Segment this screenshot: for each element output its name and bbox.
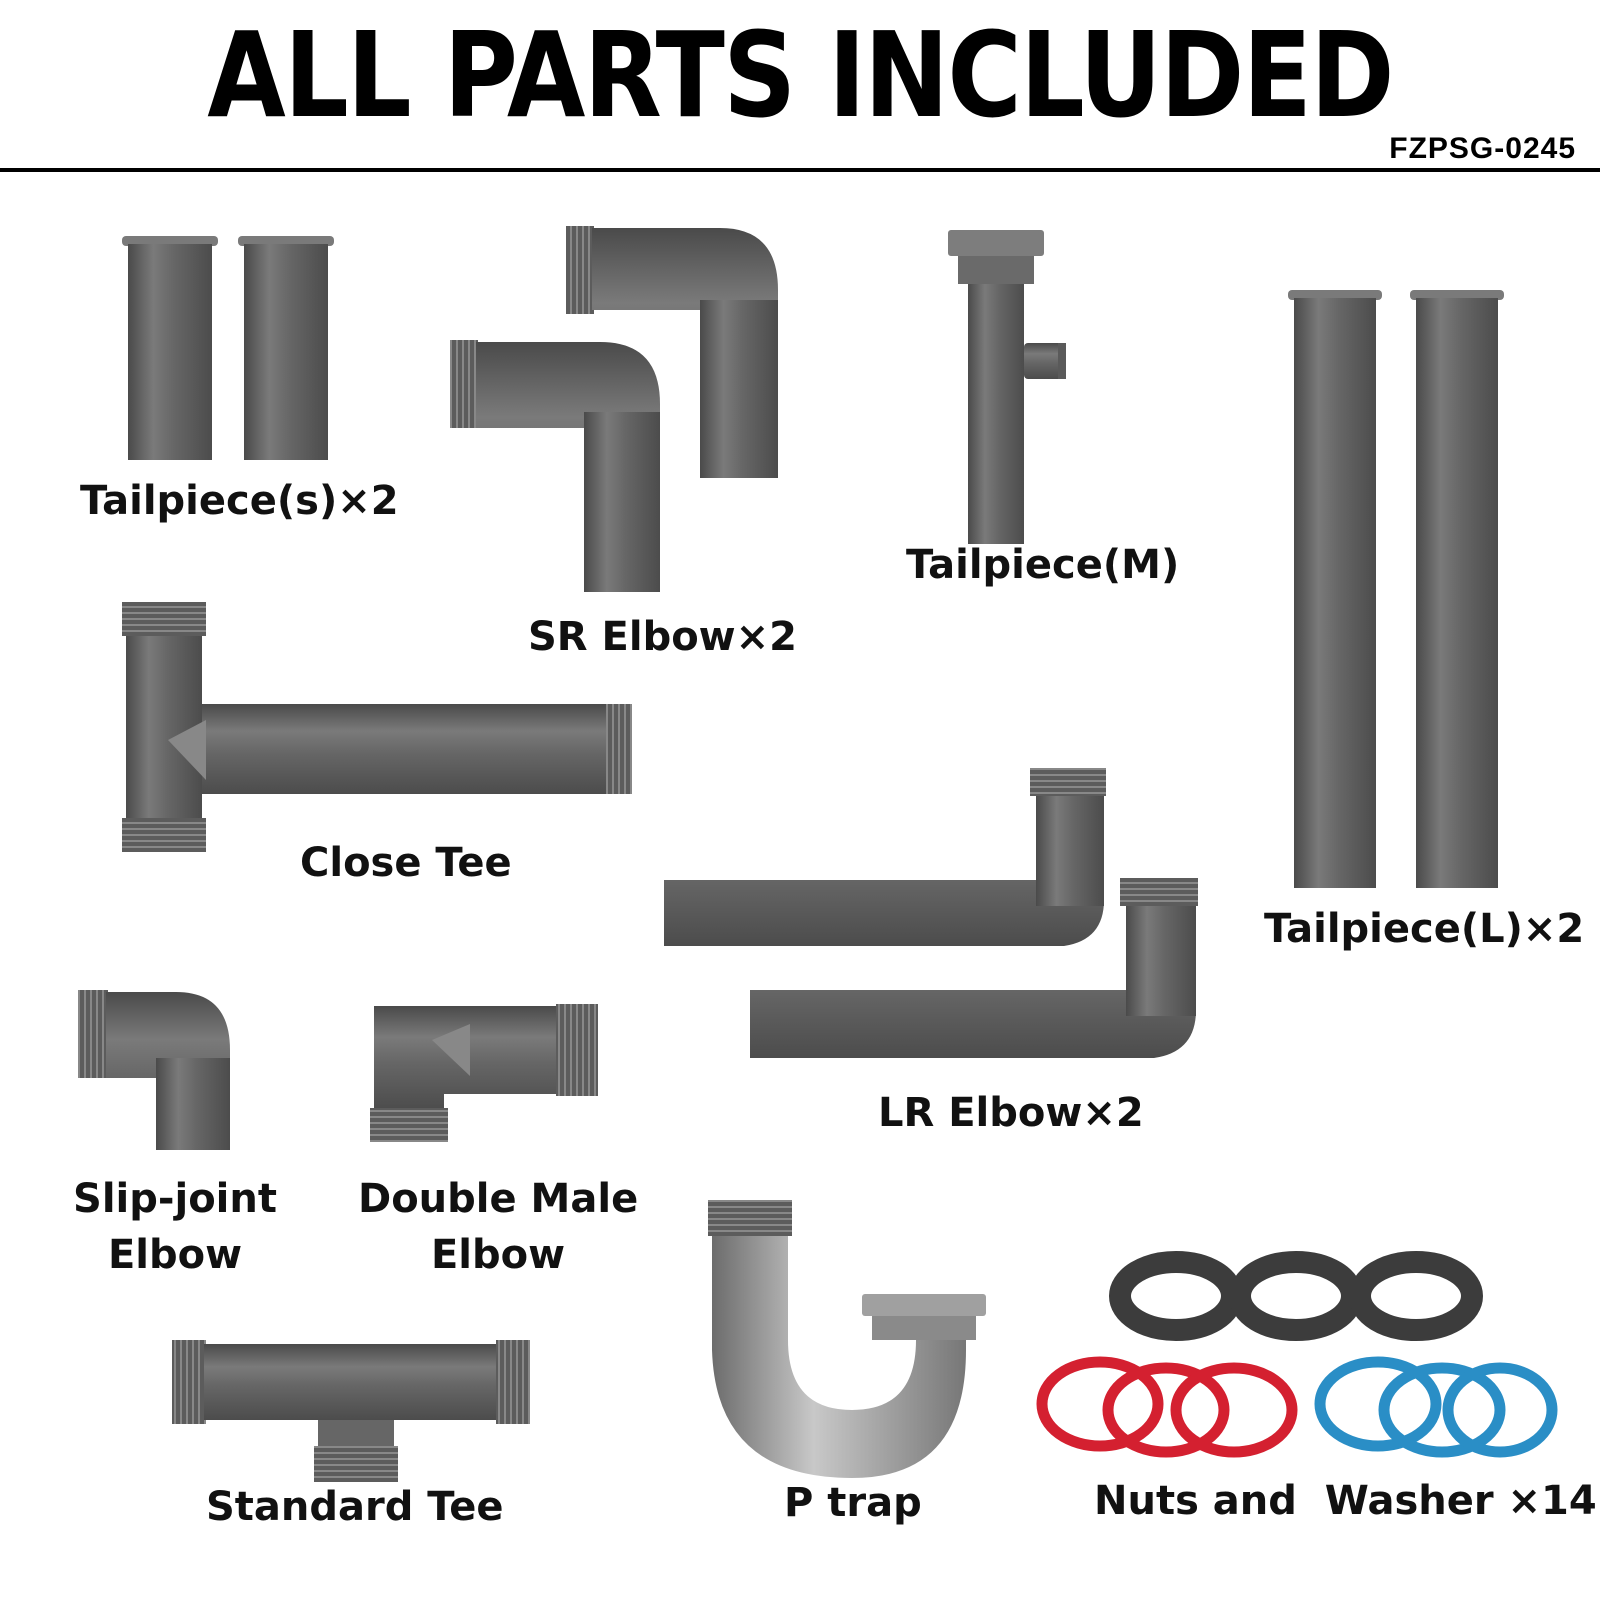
label-sr-elbow: SR Elbow×2	[528, 614, 797, 660]
label-double-male-elbow-line2: Elbow	[430, 1232, 566, 1278]
washer-blue-3	[1442, 1362, 1558, 1458]
tailpiece-short-2	[238, 236, 334, 460]
lr-elbow-front	[750, 878, 1198, 1058]
slip-nut-3	[1349, 1251, 1483, 1341]
slip-nut-2	[1229, 1251, 1363, 1341]
label-nuts-washers: Nuts and Washer ×14	[1094, 1478, 1597, 1524]
label-slip-joint-elbow-line2: Elbow	[107, 1232, 243, 1278]
p-trap	[708, 1200, 986, 1478]
label-standard-tee: Standard Tee	[206, 1484, 504, 1530]
tailpiece-short-1	[122, 236, 218, 460]
slip-joint-elbow	[78, 990, 230, 1150]
label-slip-joint-elbow-line1: Slip-joint	[73, 1176, 277, 1222]
slip-nut-1	[1109, 1251, 1243, 1341]
page-title: ALL PARTS INCLUDED	[207, 6, 1394, 144]
standard-tee	[172, 1340, 530, 1482]
washer-red-3	[1170, 1362, 1298, 1458]
washer-red-2	[1102, 1362, 1230, 1458]
close-tee	[122, 602, 632, 852]
label-tailpiece-medium: Tailpiece(M)	[906, 542, 1180, 588]
double-male-elbow	[370, 1004, 598, 1142]
label-close-tee: Close Tee	[300, 840, 512, 886]
tailpiece-long-1	[1288, 290, 1382, 888]
sr-elbow-front	[450, 340, 660, 592]
label-tailpiece-long: Tailpiece(L)×2	[1264, 906, 1585, 952]
label-tailpiece-short: Tailpiece(s)×2	[80, 478, 399, 524]
washer-blue-1	[1314, 1356, 1442, 1452]
tailpiece-medium	[948, 230, 1066, 544]
tailpiece-long-2	[1410, 290, 1504, 888]
sr-elbow-back	[566, 226, 778, 478]
washer-red-1	[1036, 1356, 1164, 1452]
label-lr-elbow: LR Elbow×2	[878, 1090, 1144, 1136]
model-number: FZPSG-0245	[1389, 132, 1576, 165]
label-double-male-elbow-line1: Double Male	[358, 1176, 639, 1222]
label-p-trap: P trap	[784, 1480, 922, 1526]
washer-blue-2	[1378, 1362, 1506, 1458]
lr-elbow-back	[664, 768, 1106, 946]
title-divider	[0, 168, 1600, 172]
